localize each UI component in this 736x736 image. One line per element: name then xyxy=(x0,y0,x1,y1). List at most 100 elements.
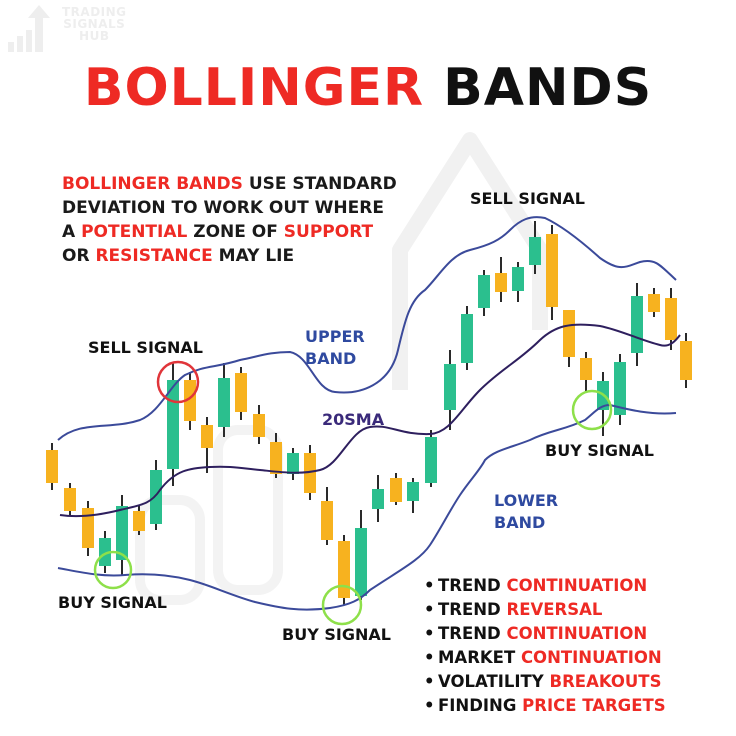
sell-signal-label-right: SELL SIGNAL xyxy=(470,189,585,208)
logo-arrow-bars-icon xyxy=(8,5,50,52)
candle xyxy=(253,405,265,444)
candle xyxy=(425,430,437,487)
candle xyxy=(563,310,575,367)
bullet-highlight: CONTINUATION xyxy=(506,576,648,595)
lower-band-line xyxy=(57,403,677,611)
candles-group xyxy=(46,221,692,605)
candle xyxy=(235,367,247,420)
bullet-item: •FINDING PRICE TARGETS xyxy=(424,694,666,718)
signal-circles xyxy=(93,360,613,626)
candle xyxy=(631,283,643,366)
candle xyxy=(614,354,626,425)
desc-text: DEVIATION TO WORK OUT WHERE xyxy=(62,198,384,218)
candle xyxy=(82,501,94,556)
bullet-text: TREND xyxy=(438,600,507,619)
logo-line-1: TRADING xyxy=(62,5,127,19)
candle xyxy=(390,473,402,505)
candle xyxy=(546,225,558,320)
candle xyxy=(99,531,111,573)
bullet-dot-icon: • xyxy=(424,696,435,715)
candle xyxy=(338,535,350,605)
bullet-item: •TREND CONTINUATION xyxy=(424,622,666,646)
buy-signal-label-left: BUY SIGNAL xyxy=(58,593,167,612)
buy-signal-circle-icon xyxy=(571,389,613,431)
candle xyxy=(184,372,196,430)
page-title: BOLLINGER BANDS xyxy=(0,58,736,118)
candle xyxy=(218,363,230,437)
candle xyxy=(461,306,473,370)
bullet-dot-icon: • xyxy=(424,600,435,619)
bullet-highlight: CONTINUATION xyxy=(520,648,662,667)
bullet-text: FINDING xyxy=(438,696,523,715)
candle xyxy=(46,443,58,490)
upper-band-line xyxy=(57,216,677,441)
logo-line-2: SIGNALS xyxy=(63,17,126,31)
bullet-text: VOLATILITY xyxy=(438,672,550,691)
buy-signal-circle-icon xyxy=(93,550,133,590)
sma-line xyxy=(59,323,681,518)
lower-band-label: LOWER BAND xyxy=(494,490,558,534)
bullet-dot-icon: • xyxy=(424,672,435,691)
candle xyxy=(64,483,76,516)
candle xyxy=(580,352,592,392)
bullet-dot-icon: • xyxy=(424,624,435,643)
sell-signal-label-left: SELL SIGNAL xyxy=(88,338,203,357)
bullet-highlight: PRICE TARGETS xyxy=(522,696,666,715)
candle xyxy=(372,475,384,522)
buy-signal-label-mid: BUY SIGNAL xyxy=(282,625,391,644)
bullet-dot-icon: • xyxy=(424,576,435,595)
candle xyxy=(133,505,145,535)
candle xyxy=(355,510,367,600)
desc-highlight: SUPPORT xyxy=(283,222,374,242)
buy-signal-label-right: BUY SIGNAL xyxy=(545,441,654,460)
candle xyxy=(512,262,524,302)
uses-bullet-list: •TREND CONTINUATION •TREND REVERSAL •TRE… xyxy=(424,574,666,718)
desc-highlight: POTENTIAL xyxy=(81,222,188,242)
bullet-text: TREND xyxy=(438,624,507,643)
bullet-highlight: REVERSAL xyxy=(506,600,603,619)
desc-text: A xyxy=(62,222,82,242)
bullet-highlight: CONTINUATION xyxy=(506,624,648,643)
candle xyxy=(444,350,456,430)
bullet-highlight: BREAKOUTS xyxy=(549,672,662,691)
bullet-item: •VOLATILITY BREAKOUTS xyxy=(424,670,666,694)
candle xyxy=(680,333,692,388)
logo-line-3: HUB xyxy=(79,29,110,43)
candle xyxy=(529,221,541,274)
candle xyxy=(407,478,419,513)
candle xyxy=(495,257,507,302)
candle xyxy=(648,288,660,317)
candle xyxy=(321,487,333,545)
candle xyxy=(270,433,282,478)
buy-signal-circle-icon xyxy=(321,584,363,626)
bullet-dot-icon: • xyxy=(424,648,435,667)
desc-text: OR xyxy=(62,246,96,266)
title-bollinger: BOLLINGER xyxy=(83,58,425,118)
trading-signals-hub-logo: TRADING SIGNALS HUB xyxy=(4,2,134,54)
desc-highlight: BOLLINGER BANDS xyxy=(62,174,243,194)
bullet-text: TREND xyxy=(438,576,507,595)
sma-label: 20SMA xyxy=(322,410,385,429)
candle xyxy=(665,288,677,350)
lower-band-label-line1: LOWER xyxy=(494,491,559,510)
upper-band-label-line2: BAND xyxy=(305,349,357,368)
candle xyxy=(287,448,299,480)
description-text: BOLLINGER BANDS USE STANDARD DEVIATION T… xyxy=(62,172,422,268)
bullet-item: •MARKET CONTINUATION xyxy=(424,646,666,670)
desc-text: MAY LIE xyxy=(212,246,295,266)
desc-text: USE STANDARD xyxy=(242,174,397,194)
bullet-item: •TREND CONTINUATION xyxy=(424,574,666,598)
upper-band-label: UPPER BAND xyxy=(305,326,365,370)
lower-band-label-line2: BAND xyxy=(494,513,546,532)
candle xyxy=(478,270,490,316)
title-bands: BANDS xyxy=(443,58,653,118)
logo-text: TRADING SIGNALS HUB xyxy=(62,6,127,42)
candle xyxy=(201,417,213,473)
desc-text: ZONE OF xyxy=(187,222,284,242)
bullet-text: MARKET xyxy=(438,648,521,667)
sell-signal-circle-icon xyxy=(156,360,200,404)
bullet-item: •TREND REVERSAL xyxy=(424,598,666,622)
desc-highlight: RESISTANCE xyxy=(95,246,213,266)
